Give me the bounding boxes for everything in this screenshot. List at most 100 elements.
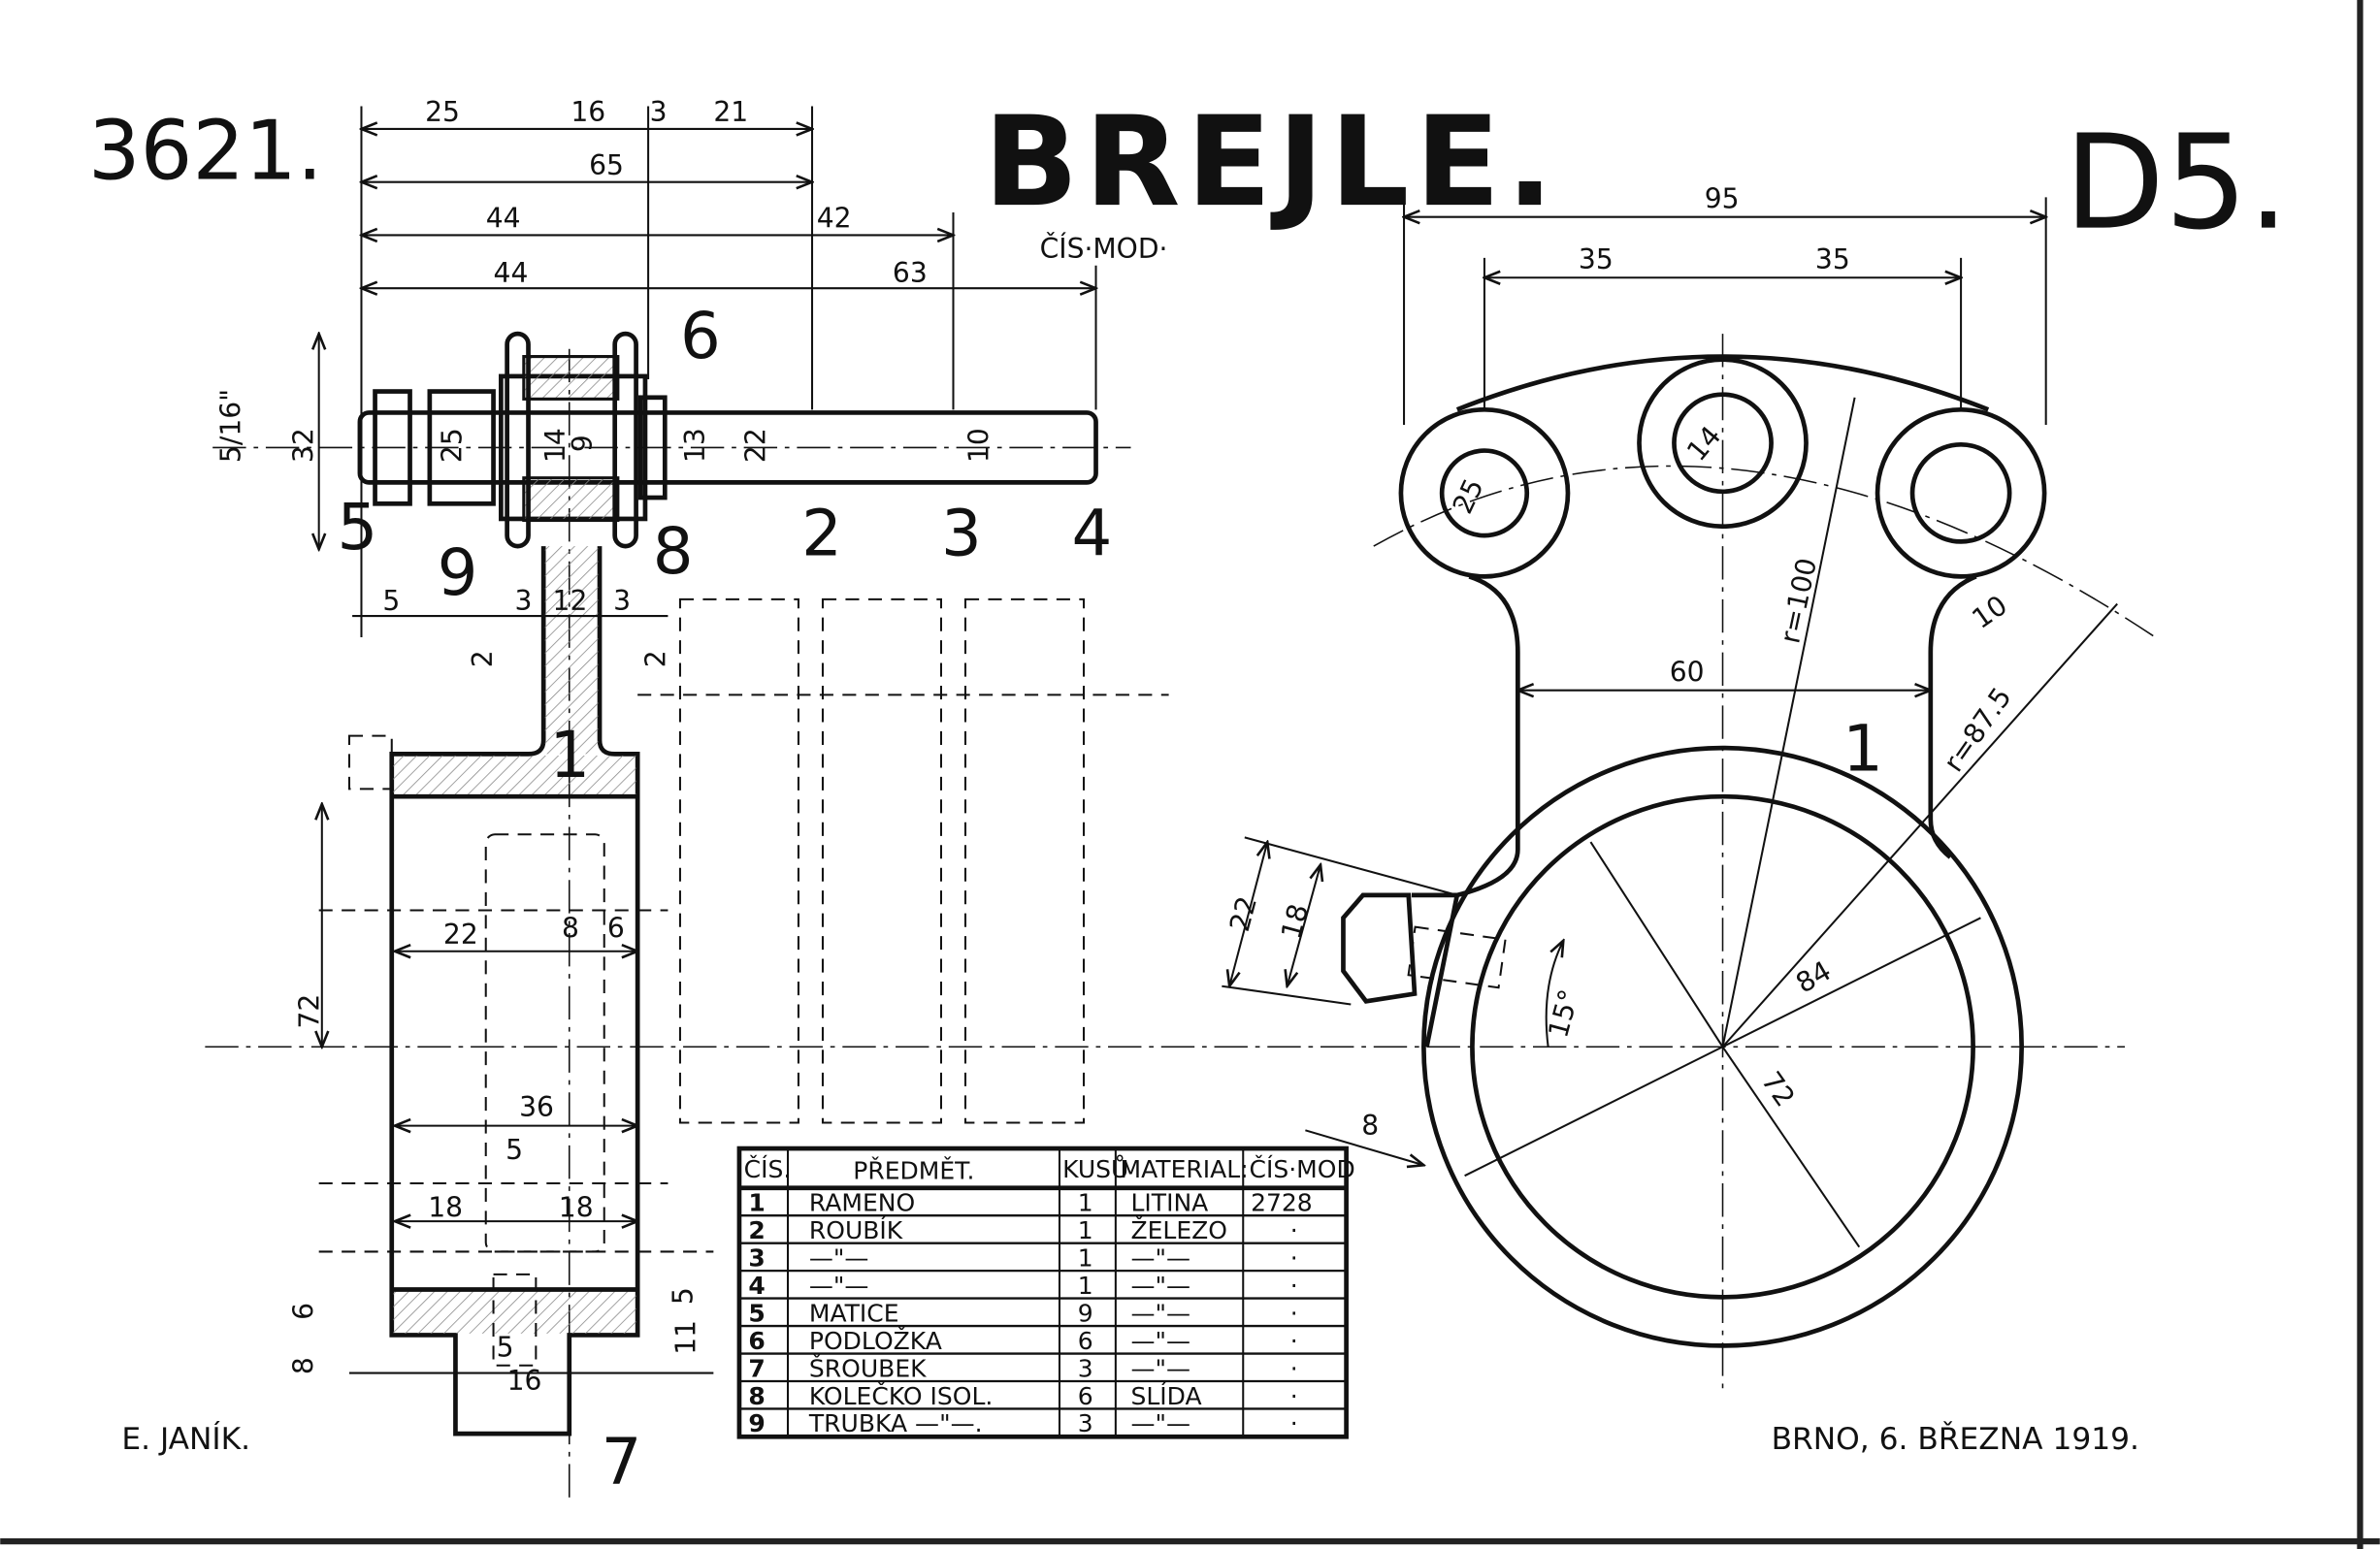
- dim-label: 18: [559, 1191, 594, 1223]
- table-cell: 3: [1078, 1409, 1093, 1437]
- dim-label: 8: [1361, 1110, 1379, 1142]
- table-cell: 9: [748, 1409, 765, 1437]
- table-cell: TRUBKA —"—.: [808, 1409, 983, 1437]
- table-row: 2 ROUBÍK 1 ŽELEZO ·: [748, 1216, 1297, 1244]
- dim-label: 5: [505, 1134, 523, 1166]
- table-header: KUSŮ: [1062, 1154, 1128, 1183]
- table-row: 1 RAMENO 1 LITINA 2728: [748, 1189, 1312, 1217]
- dim-label: 3: [514, 585, 532, 617]
- dim-label: 32: [287, 428, 319, 463]
- table-row: 4 —"— 1 —"— ·: [748, 1272, 1297, 1300]
- dim-label: 5: [382, 585, 400, 617]
- table-cell: ·: [1290, 1409, 1298, 1437]
- table-cell: 2: [748, 1216, 765, 1244]
- place-date: BRNO, 6. BŘEZNA 1919.: [1772, 1420, 2139, 1457]
- table-cell: 2728: [1251, 1189, 1313, 1217]
- side-view: [205, 331, 2126, 1502]
- dim-label: 14: [539, 428, 571, 463]
- table-cell: ŠROUBEK: [809, 1353, 927, 1382]
- model-label: ČÍS·MOD·: [1040, 232, 1168, 265]
- table-cell: 1: [1078, 1243, 1093, 1272]
- table-cell: —"—: [809, 1243, 869, 1272]
- table-cell: LITINA: [1130, 1189, 1208, 1217]
- dim-label: 22: [740, 428, 772, 463]
- dim-label: 25: [437, 428, 469, 463]
- table-cell: 1: [1078, 1189, 1093, 1217]
- sheet-format: D5.: [2064, 107, 2289, 259]
- dim-label: 13: [679, 428, 711, 463]
- table-cell: KOLEČKO ISOL.: [809, 1381, 993, 1410]
- table-cell: 8: [748, 1382, 765, 1410]
- dim-label: 42: [817, 203, 852, 235]
- table-cell: —"—: [1130, 1299, 1190, 1327]
- table-cell: 1: [748, 1189, 765, 1217]
- table-cell: ·: [1290, 1299, 1298, 1327]
- table-cell: PODLOŽKA: [809, 1327, 942, 1355]
- dim-label: 12: [553, 585, 588, 617]
- dim-label: 95: [1705, 182, 1740, 214]
- part-number: 5: [337, 491, 377, 565]
- table-cell: ŽELEZO: [1130, 1216, 1227, 1244]
- table-row: 8 KOLEČKO ISOL. 6 SLÍDA ·: [748, 1381, 1297, 1410]
- dim-label: 5/16": [214, 389, 246, 463]
- dim-label: 8: [562, 913, 579, 945]
- table-cell: SLÍDA: [1130, 1382, 1201, 1410]
- dim-label: 6: [607, 913, 625, 945]
- dim-label: 3: [650, 96, 668, 128]
- table-cell: ·: [1290, 1216, 1298, 1244]
- table-cell: —"—: [1130, 1272, 1190, 1300]
- sheet-number: 3621.: [88, 104, 323, 199]
- dim-label: 3: [613, 585, 631, 617]
- dim-label: 25: [425, 96, 460, 128]
- part-number: 9: [438, 536, 478, 610]
- table-cell: 4: [748, 1272, 765, 1300]
- dim-label: 5: [497, 1331, 514, 1363]
- dim-label: 9: [567, 435, 599, 452]
- table-cell: 1: [1078, 1272, 1093, 1300]
- dim-label: 22: [443, 919, 478, 951]
- dim-label: 16: [571, 96, 605, 128]
- dim-label: 5: [667, 1287, 699, 1305]
- table-cell: RAMENO: [809, 1189, 915, 1217]
- author: E. JANÍK.: [121, 1420, 250, 1457]
- dim-label: 10: [962, 428, 994, 463]
- dim-label: 44: [494, 257, 529, 289]
- table-cell: ·: [1290, 1382, 1298, 1410]
- table-cell: —"—: [1130, 1243, 1190, 1272]
- table-cell: 1: [1078, 1216, 1093, 1244]
- table-cell: 3: [1078, 1354, 1093, 1382]
- table-cell: ·: [1290, 1354, 1298, 1382]
- dim-label: 65: [589, 149, 624, 181]
- dim-label: 11: [670, 1320, 702, 1355]
- table-cell: 3: [748, 1243, 765, 1272]
- table-cell: —"—: [809, 1272, 869, 1300]
- drawing-title: BREJLE.: [984, 90, 1560, 235]
- table-cell: 6: [748, 1327, 765, 1355]
- dim-label: 44: [486, 203, 521, 235]
- table-cell: ·: [1290, 1327, 1298, 1355]
- table-cell: ·: [1290, 1272, 1298, 1300]
- table-cell: —"—: [1130, 1354, 1190, 1382]
- table-cell: 6: [1078, 1382, 1093, 1410]
- dim-label: 60: [1670, 656, 1705, 688]
- table-cell: ·: [1290, 1243, 1298, 1272]
- table-header: ČÍS.: [744, 1154, 792, 1183]
- dim-label: 36: [519, 1091, 554, 1123]
- table-cell: 6: [1078, 1327, 1093, 1355]
- table-header: MATERIAL:: [1121, 1155, 1249, 1183]
- dim-label: 35: [1579, 243, 1614, 275]
- table-row: 3 —"— 1 —"— ·: [748, 1243, 1297, 1272]
- dim-label: 63: [893, 257, 928, 289]
- left-dimension-labels: 25 16 3 21 65 44 42 44 63 5/16" 32 25 14…: [214, 96, 994, 1397]
- part-number: 8: [653, 515, 694, 589]
- part-number: 7: [602, 1426, 642, 1500]
- dim-label: 2: [639, 650, 671, 667]
- table-header: ČÍS·MOD: [1250, 1154, 1355, 1183]
- part-number: 4: [1071, 497, 1112, 570]
- table-cell: ROUBÍK: [809, 1216, 903, 1244]
